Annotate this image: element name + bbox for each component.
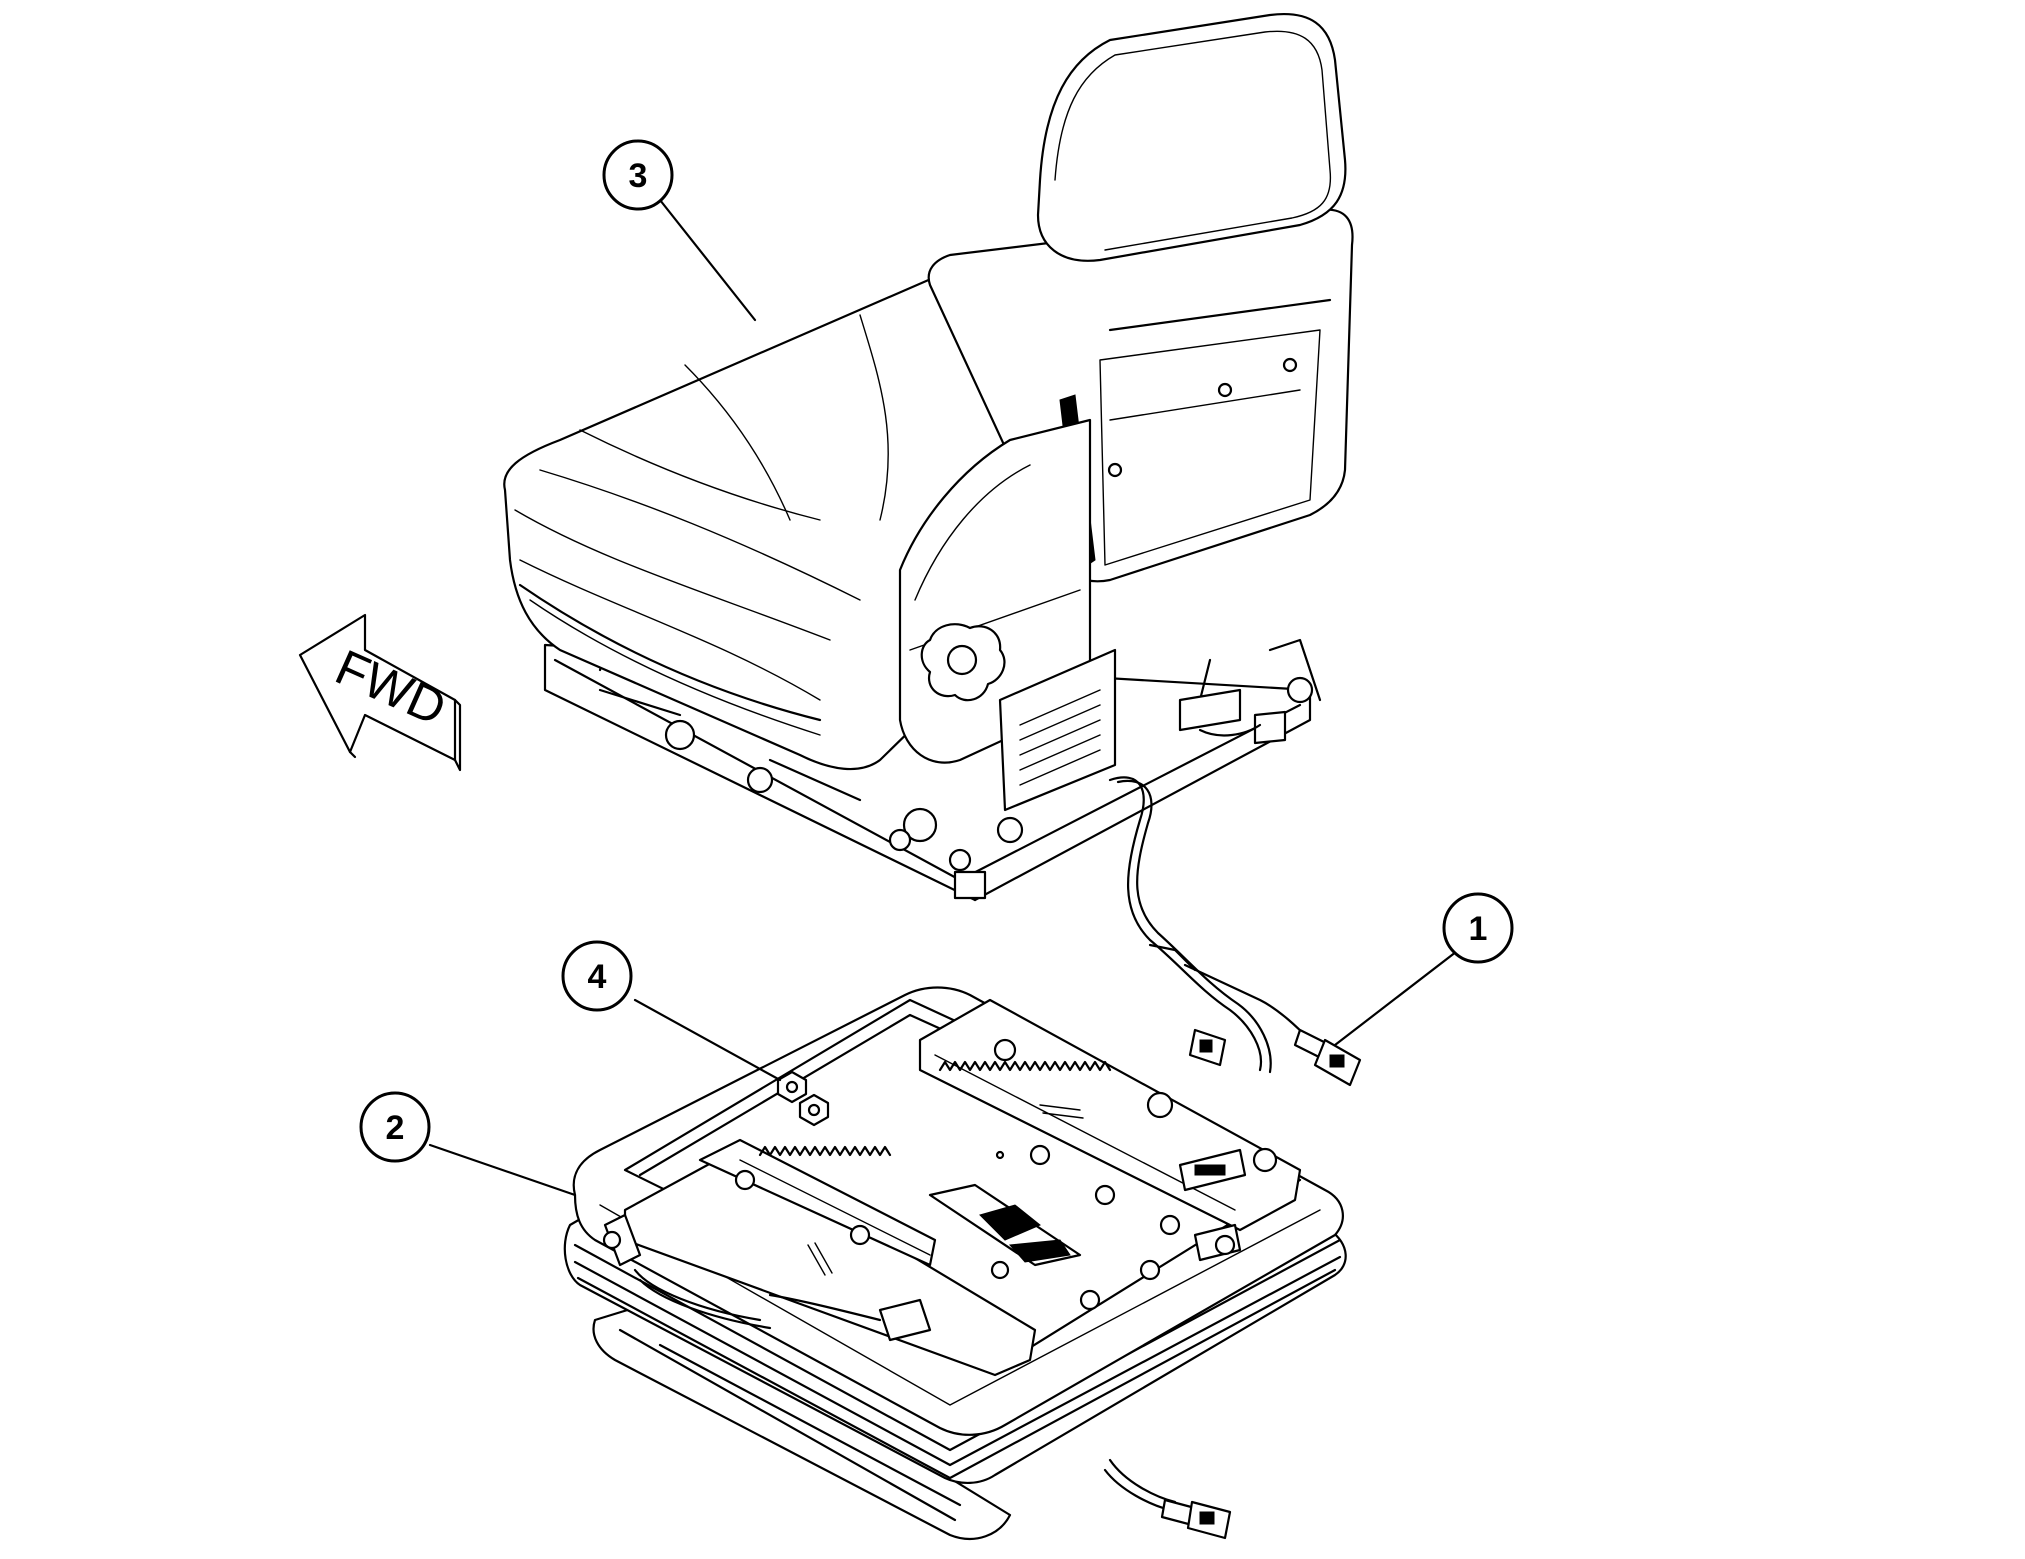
callout-3: 3: [602, 139, 674, 211]
seat-suspension-base: [563, 986, 1347, 1540]
callout-circle: [359, 1091, 431, 1163]
callout-circle: [1442, 892, 1514, 964]
callout-label: 1: [1469, 910, 1488, 948]
callout-2: 2: [359, 1091, 431, 1163]
callout-4: 4: [561, 940, 633, 1012]
leader-line-4: [633, 998, 782, 1082]
fwd-direction-arrow: FWD: [298, 613, 462, 772]
callout-1: 1: [1442, 892, 1514, 964]
leader-line-3: [658, 198, 757, 322]
callout-circle: [561, 940, 633, 1012]
callout-circle: [602, 139, 674, 211]
leader-line-1: [1333, 943, 1467, 1047]
operator-seat: [503, 13, 1354, 902]
callout-label: 3: [629, 157, 648, 195]
callout-label: 2: [386, 1109, 405, 1147]
mounting-nut: [776, 1070, 830, 1127]
leader-line-2: [428, 1143, 577, 1197]
callout-label: 4: [588, 958, 607, 996]
seat-wiring-harness: [1108, 776, 1362, 1087]
